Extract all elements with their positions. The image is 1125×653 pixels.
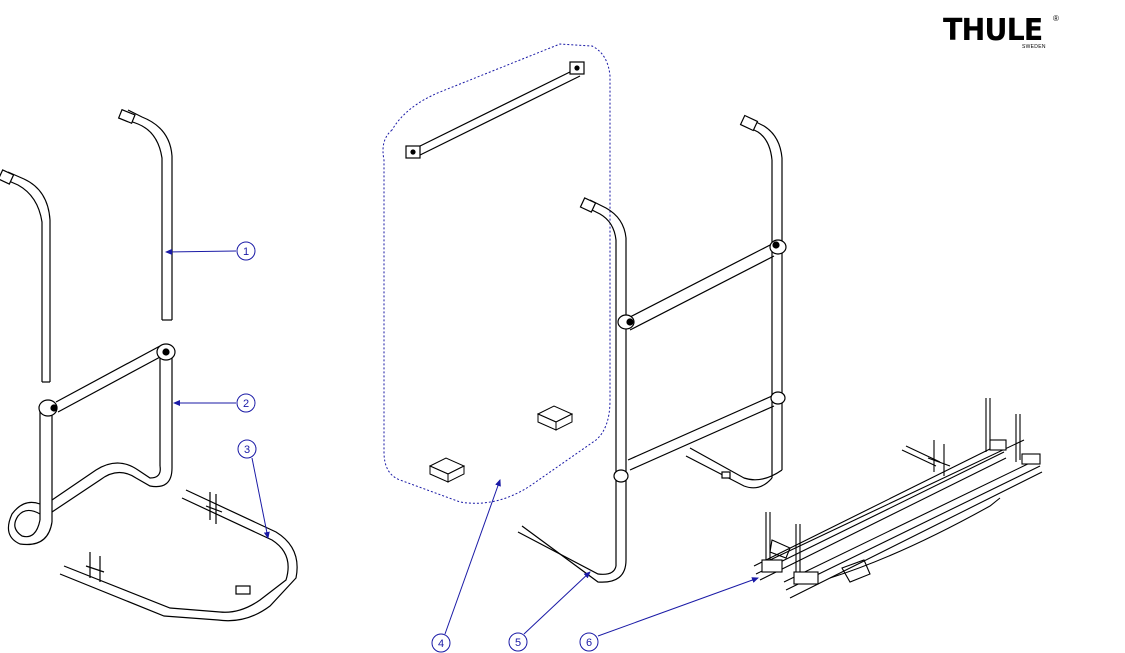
left-upper-tube (0, 169, 51, 383)
callout-5: 5 (508, 632, 528, 652)
part-6-carrier-rails (753, 398, 1043, 599)
callout-1-label: 1 (243, 246, 249, 258)
callout-3-label: 3 (244, 444, 250, 456)
brand-name: THULE (943, 13, 1043, 48)
callout-3: 3 (237, 439, 257, 459)
part-4-accessory-group (382, 43, 611, 504)
callout-6: 6 (579, 632, 599, 652)
part-2-frame (7, 343, 176, 546)
callout-1: 1 (236, 241, 256, 261)
part-5-ladder-frame (517, 114, 787, 583)
part-1-upper-tube (117, 108, 173, 321)
part-3-base-frame (59, 489, 298, 622)
callout-2: 2 (236, 393, 256, 413)
callout-5-label: 5 (515, 637, 521, 649)
callout-6-label: 6 (586, 637, 592, 649)
registered-mark: ® (1053, 14, 1059, 23)
callout-4: 4 (431, 633, 451, 653)
callout-2-label: 2 (243, 398, 249, 410)
callout-leaders (165, 248, 759, 637)
callout-4-label: 4 (438, 638, 444, 650)
thule-logo: THULE ® SWEDEN (943, 14, 1063, 52)
brand-country: SWEDEN (1022, 44, 1046, 50)
